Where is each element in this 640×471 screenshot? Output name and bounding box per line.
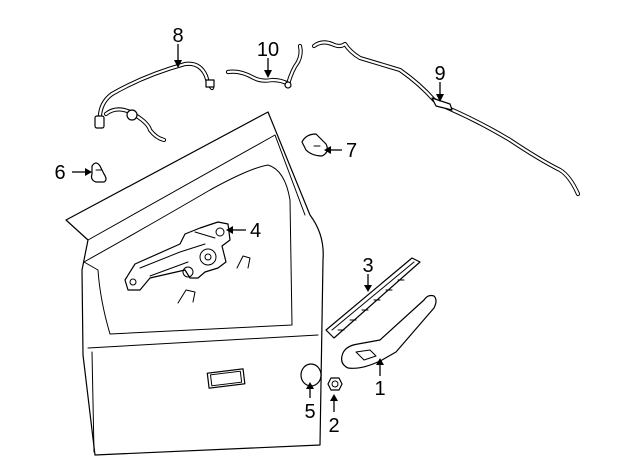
callout-10: 10: [257, 39, 279, 61]
liftgate: [65, 111, 324, 456]
wiper-blade: [325, 257, 421, 339]
washer-hose: [225, 43, 303, 89]
callout-1: 1: [374, 378, 385, 400]
callout-3: 3: [362, 255, 373, 277]
callout-7: 7: [346, 140, 357, 162]
clip: [90, 162, 107, 183]
callout-arrows: [72, 44, 444, 412]
wiper-motor: [124, 221, 231, 291]
wiring-harness: [94, 61, 215, 143]
pivot-cap: [300, 363, 322, 387]
washer-nozzle: [301, 133, 328, 157]
washer-hose-long: [311, 40, 581, 197]
wiper-arm: [341, 294, 437, 369]
callout-2: 2: [328, 415, 339, 437]
callout-6: 6: [54, 162, 65, 184]
pivot-nut: [327, 377, 343, 391]
callout-4: 4: [250, 220, 261, 242]
callout-5: 5: [304, 401, 315, 423]
callout-8: 8: [172, 25, 183, 47]
callout-9: 9: [434, 63, 445, 85]
